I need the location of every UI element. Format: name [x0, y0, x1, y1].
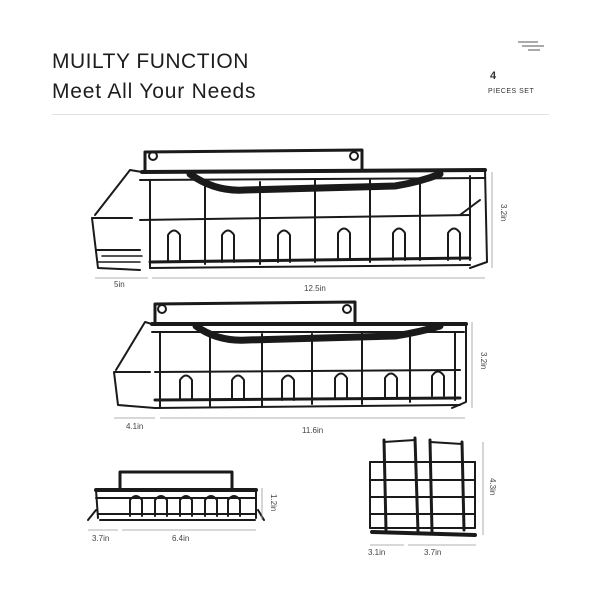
headline: MUILTY FUNCTION [52, 50, 249, 73]
rack-small [87, 470, 265, 521]
rack1-length-label: 12.5in [304, 284, 326, 293]
rack3-depth-label: 3.7in [92, 534, 110, 543]
rack4-height-label: 4.3in [488, 478, 497, 496]
rack-medium [113, 300, 468, 409]
rack-large [91, 148, 488, 271]
header-divider [52, 114, 549, 115]
rack3-length-label: 6.4in [172, 534, 190, 543]
pieces-count: 4 [490, 70, 497, 82]
menu-lines-icon [518, 41, 544, 51]
rack2-length-label: 11.6in [302, 426, 324, 435]
rack2-height-label: 3.2in [479, 352, 488, 370]
rack4-depth-label: 3.1in [368, 548, 386, 557]
rack-caddy [369, 436, 477, 537]
rack1-height-label: 3.2in [499, 204, 508, 222]
rack4-length-label: 3.7in [424, 548, 442, 557]
dimension-lines [88, 172, 493, 546]
rack1-depth-label: 5in [114, 280, 125, 289]
subheadline: Meet All Your Needs [52, 80, 257, 103]
pieces-label: PIECES SET [488, 88, 535, 95]
rack2-depth-label: 4.1in [126, 422, 144, 431]
rack3-height-label: 1.2in [269, 494, 278, 512]
